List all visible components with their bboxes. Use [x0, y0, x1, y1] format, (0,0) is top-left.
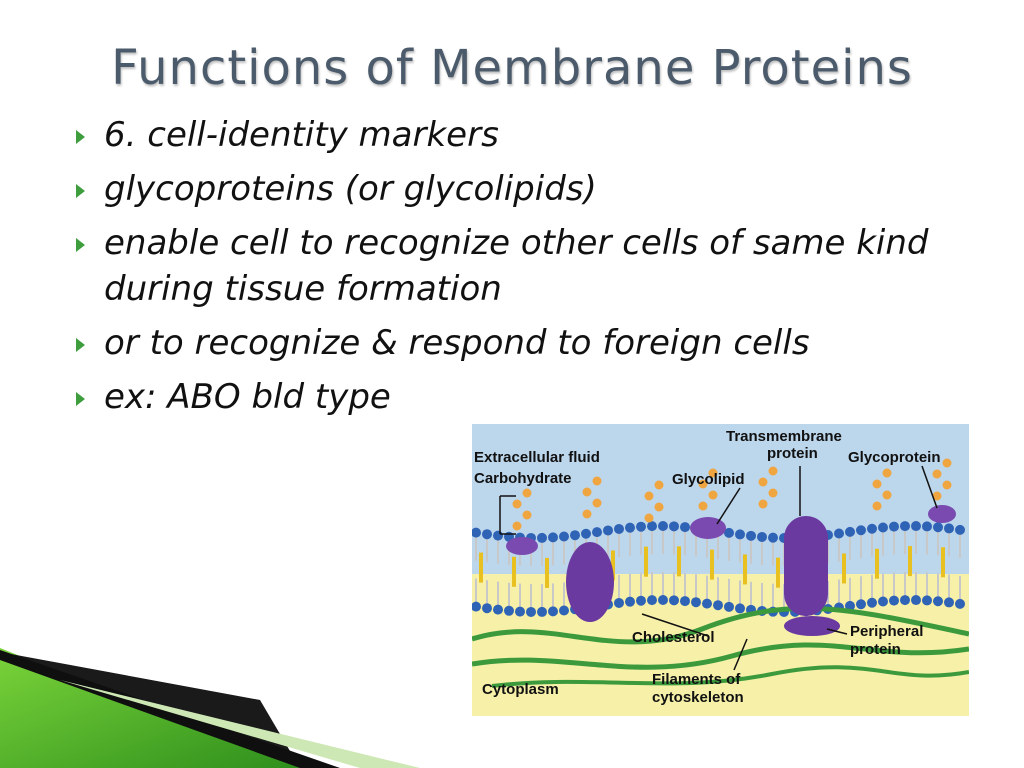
- bullet-item: 6. cell-identity markers: [72, 112, 972, 158]
- triangle-bullet-icon: [76, 130, 85, 144]
- bullet-text: 6. cell-identity markers: [104, 115, 499, 155]
- label-extracellular-fluid: Extracellular fluid: [474, 449, 600, 466]
- membrane-diagram: Extracellular fluid Carbohydrate Transme…: [472, 424, 969, 716]
- bullet-text: or to recognize & respond to foreign cel…: [104, 323, 810, 363]
- cytoskeleton-filaments: [472, 605, 969, 688]
- label-cholesterol: Cholesterol: [632, 629, 715, 646]
- bullet-item: ex: ABO bld type: [72, 374, 972, 420]
- triangle-bullet-icon: [76, 238, 85, 252]
- bullet-item: or to recognize & respond to foreign cel…: [72, 320, 972, 366]
- transmembrane-protein-left: [566, 542, 614, 622]
- peripheral-protein: [784, 616, 840, 636]
- label-transmembrane-protein: protein: [767, 445, 818, 462]
- transmembrane-protein: [784, 516, 828, 616]
- triangle-bullet-icon: [76, 184, 85, 198]
- bullet-item: glycoproteins (or glycolipids): [72, 166, 972, 212]
- label-peripheral-protein: protein: [850, 641, 901, 658]
- bullet-text: enable cell to recognize other cells of …: [104, 223, 929, 309]
- label-cytoplasm: Cytoplasm: [482, 681, 559, 698]
- bullet-text: ex: ABO bld type: [104, 377, 391, 417]
- bullet-text: glycoproteins (or glycolipids): [104, 169, 597, 209]
- bullet-item: enable cell to recognize other cells of …: [72, 220, 972, 312]
- label-transmembrane: Transmembrane: [726, 428, 842, 445]
- label-glycoprotein: Glycoprotein: [848, 449, 941, 466]
- glycolipid-head: [690, 517, 726, 539]
- glycoprotein-head: [928, 505, 956, 523]
- bullet-list: 6. cell-identity markers glycoproteins (…: [72, 112, 972, 428]
- triangle-bullet-icon: [76, 392, 85, 406]
- label-carbohydrate: Carbohydrate: [474, 470, 572, 487]
- label-glycolipid: Glycolipid: [672, 471, 745, 488]
- triangle-bullet-icon: [76, 338, 85, 352]
- membrane-diagram-svg: Extracellular fluid Carbohydrate Transme…: [472, 424, 969, 716]
- glycolipid-head: [506, 537, 538, 555]
- carbohydrate-chains: [512, 458, 952, 531]
- label-peripheral: Peripheral: [850, 623, 923, 640]
- label-filaments: Filaments of: [652, 671, 741, 688]
- slide-title: Functions of Membrane Proteins: [111, 40, 913, 96]
- label-cytoskeleton: cytoskeleton: [652, 689, 744, 706]
